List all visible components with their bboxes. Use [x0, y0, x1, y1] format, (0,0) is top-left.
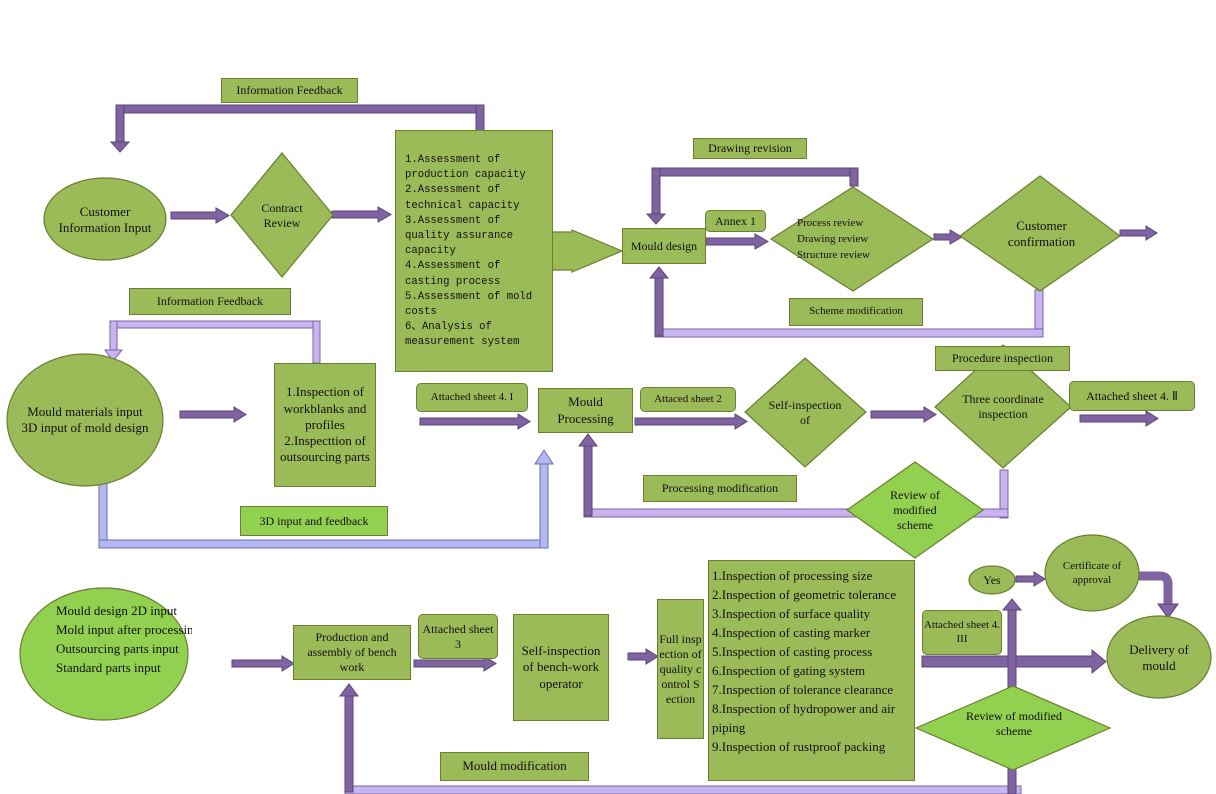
- contract-review-shape: [230, 152, 334, 278]
- assessment-item: 1.Assessment of production capacity: [405, 154, 526, 182]
- drawing-revision-label: Drawing revision: [693, 138, 807, 159]
- review-modified-2-shape: [914, 685, 1112, 771]
- inputs-2d-shape: [19, 587, 189, 721]
- feedback-top-label: Information Feedback: [221, 78, 358, 103]
- contract-review-text: Contract Review: [261, 201, 303, 230]
- attached-2-label: Attaced sheet 2: [640, 387, 736, 412]
- review-modified-1-text: Review of modified scheme: [890, 487, 940, 532]
- scheme-modification-loop: [648, 266, 1044, 338]
- input-3d-loop: [98, 449, 554, 549]
- attached-4-1-label: Attached sheet 4. I: [416, 383, 528, 412]
- input-2d-item: Mold input after processing: [56, 622, 192, 637]
- assessment-item: 5.Assessment of mold costs: [405, 290, 533, 319]
- self-inspection-bench-box: Self-inspection of bench-work operator: [513, 614, 609, 721]
- assessment-to-design-arrow: [550, 229, 624, 273]
- forward-arrows: [170, 206, 1179, 701]
- quality-item: 4.Inspection of casting marker: [712, 625, 871, 640]
- input-3d-feedback-label: 3D input and feedback: [240, 506, 388, 536]
- attached-4-2-label: Attached sheet 4. Ⅱ: [1069, 381, 1195, 411]
- quality-item: 7.Inspection of tolerance clearance: [712, 682, 894, 697]
- quality-item: 8.Inspection of hydropower and air pipin…: [712, 701, 896, 735]
- procedure-inspection-label: Procedure inspection: [935, 346, 1070, 371]
- input-2d-item: Mould design 2D input: [56, 603, 177, 618]
- process-review-shape: [769, 186, 935, 292]
- self-inspection-shape: [744, 357, 867, 468]
- feedback-mid-label: Information Feedback: [129, 288, 291, 315]
- certificate-shape: [1044, 534, 1140, 612]
- customer-input-text: Customer Information Input: [58, 203, 152, 235]
- quality-item: 6.Inspection of gating system: [712, 663, 866, 678]
- mould-modification-loop: [339, 683, 1022, 794]
- quality-item: 5.Inspection of casting process: [712, 644, 873, 659]
- assessment-item: 3.Assessment of quality assurance capaci…: [405, 214, 514, 258]
- quality-item: 1.Inspection of processing size: [712, 568, 873, 583]
- full-inspection-box: Full inspection of quality control Secti…: [657, 599, 704, 739]
- three-coordinate-shape: [934, 344, 1072, 469]
- certificate-text: Certificate of approval: [1062, 560, 1122, 586]
- scheme-modification-label: Scheme modification: [789, 298, 923, 326]
- feedback-loop-mid: [104, 320, 321, 364]
- processing-modification-label: Processing modification: [643, 475, 797, 502]
- yes-shape: [968, 565, 1016, 595]
- mould-modification-label: Mould modification: [440, 752, 589, 781]
- input-2d-item: Standard parts input: [56, 660, 161, 675]
- customer-input-shape: [43, 177, 167, 261]
- three-coordinate-text: Three coordinate inspection: [962, 392, 1044, 421]
- review-item: Drawing review: [797, 233, 869, 245]
- yes-text: Yes: [983, 572, 1001, 587]
- review-modified-2-text: Review of modified scheme: [966, 709, 1062, 738]
- mould-materials-text: Mould materials input 3D input of mold d…: [21, 403, 149, 435]
- drawing-revision-loop: [645, 167, 859, 225]
- mould-materials-shape: [6, 353, 164, 487]
- inspection-blanks-box: 1.Inspection of workblanks and profiles …: [274, 363, 376, 487]
- delivery-shape: [1106, 615, 1212, 699]
- quality-items-box: 1.Inspection of processing size 2.Inspec…: [708, 560, 915, 781]
- assessment-item: 6、Analysis of measurement system: [405, 321, 520, 349]
- quality-item: 2.Inspection of geometric tolerance: [712, 587, 897, 602]
- quality-item: 9.Inspection of rustproof packing: [712, 739, 886, 754]
- annex1-label: Annex 1: [705, 210, 766, 232]
- reviews-text: Process review Drawing review Structure …: [797, 215, 907, 267]
- attached-4-3-label: Attached sheet 4. III: [922, 610, 1002, 655]
- delivery-text: Delivery of mould: [1129, 641, 1189, 673]
- mould-processing-box: Mould Processing: [538, 388, 633, 433]
- self-inspection-text: Self-inspection of: [768, 398, 842, 427]
- customer-confirmation-shape: [958, 175, 1122, 292]
- review-item: Process review: [797, 217, 864, 229]
- processing-modification-loop: [578, 433, 1009, 519]
- assessment-item: 2.Assessment of technical capacity: [405, 184, 520, 212]
- quality-item: 3.Inspection of surface quality: [712, 606, 871, 621]
- inputs-2d-text: Mould design 2D input Mold input after p…: [56, 601, 192, 697]
- customer-confirmation-text: Customer confirmation: [1007, 217, 1076, 249]
- attached-3-label: Attached sheet 3: [418, 614, 498, 659]
- feedback-loop-top: [109, 104, 485, 153]
- production-assembly-box: Production and assembly of bench work: [293, 625, 411, 680]
- assessment-item: 4.Assessment of casting process: [405, 260, 501, 288]
- review-item: Structure review: [797, 249, 870, 261]
- input-2d-item: Outsourcing parts input: [56, 641, 179, 656]
- review-modified-1-shape: [845, 461, 985, 559]
- mould-design-box: Mould design: [622, 228, 706, 264]
